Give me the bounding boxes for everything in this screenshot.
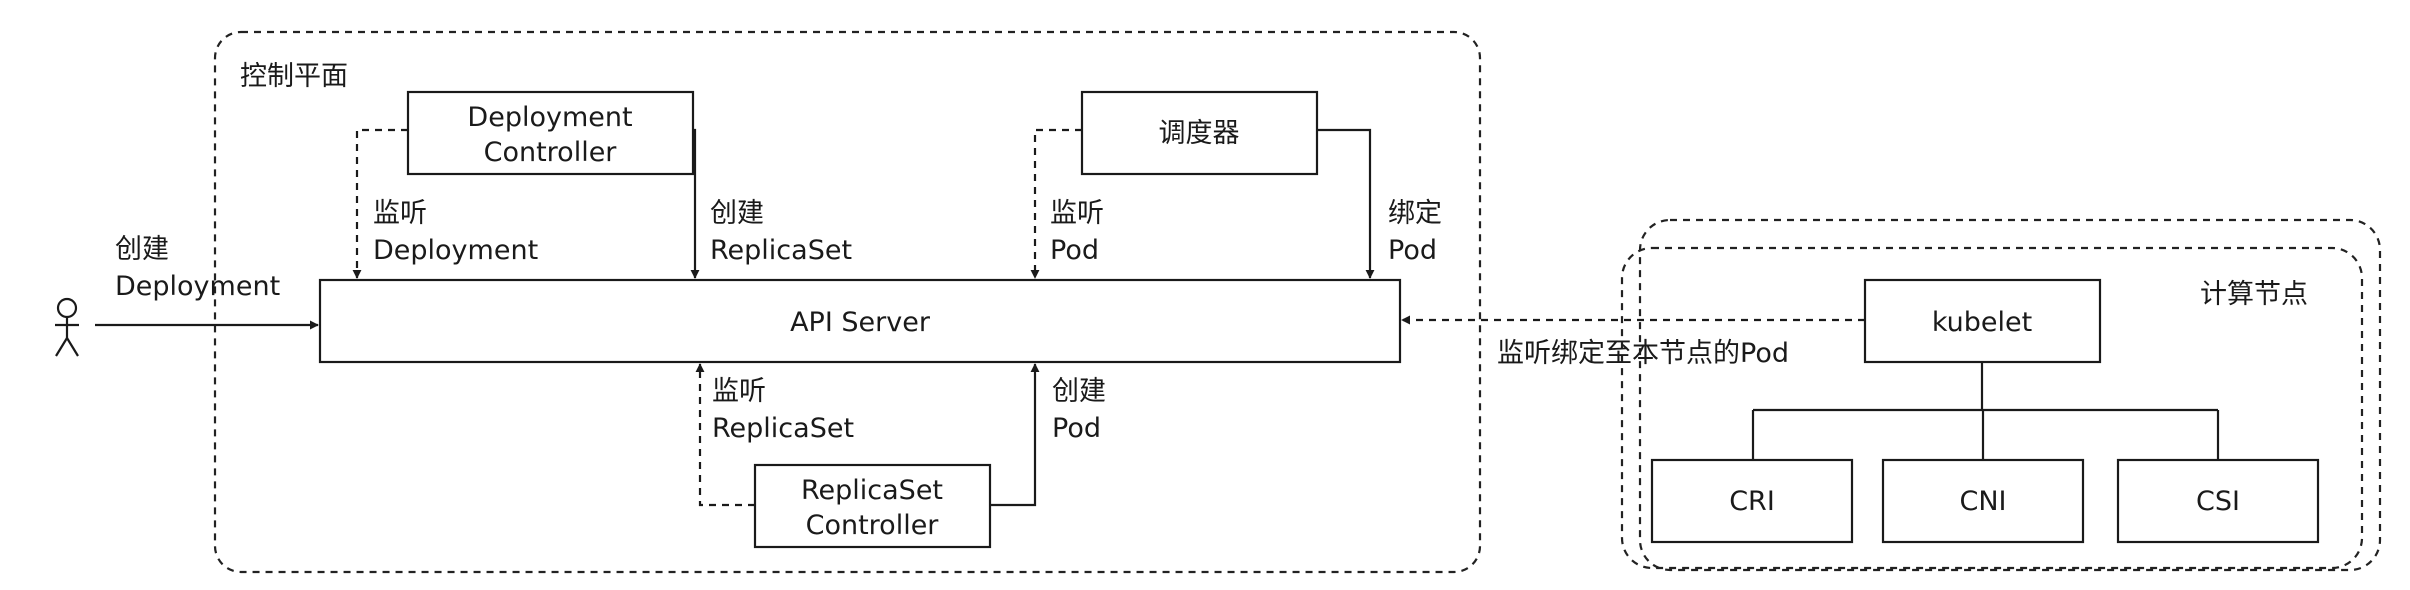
api-server-label: API Server (790, 307, 931, 338)
watch-pod-arrow (1030, 128, 1082, 279)
csi-label: CSI (2196, 486, 2240, 517)
create-replicaset-arrow (690, 128, 700, 279)
watch-deployment-label-line1: 监听 (373, 198, 427, 229)
deployment-controller-line2: Controller (484, 137, 618, 168)
cri-label: CRI (1729, 486, 1775, 517)
watch-replicaset-label-line1: 监听 (712, 376, 766, 407)
bind-pod-arrow (1317, 128, 1375, 279)
user-create-label-line1: 创建 (115, 234, 169, 265)
cni-box (1881, 458, 2085, 544)
create-pod-arrow (990, 363, 1040, 507)
watch-pod-label-line2: Pod (1050, 235, 1099, 266)
api-server-box (318, 278, 1402, 364)
csi-box (2116, 458, 2320, 544)
watch-replicaset-label-line2: ReplicaSet (712, 413, 854, 444)
watch-deployment-label-line2: Deployment (373, 235, 538, 266)
kubelet-label: kubelet (1932, 307, 2032, 338)
compute-node-region (1620, 246, 2364, 570)
control-plane-region (213, 30, 1482, 574)
compute-node-region-back (1638, 218, 2382, 572)
user-create-label-line2: Deployment (115, 271, 280, 302)
replicaset-controller-line2: Controller (806, 510, 940, 541)
create-replicaset-label-line2: ReplicaSet (710, 235, 852, 266)
create-replicaset-label-line1: 创建 (710, 198, 764, 229)
replicaset-controller-line1: ReplicaSet (801, 475, 943, 506)
scheduler-box (1080, 90, 1319, 176)
deployment-controller-box (406, 90, 695, 176)
compute-node-title: 计算节点 (2200, 279, 2308, 310)
user-icon (55, 297, 79, 357)
watch-pod-label-line1: 监听 (1050, 198, 1104, 229)
create-pod-label-line2: Pod (1052, 413, 1101, 444)
kubelet-watch-label: 监听绑定至本节点的Pod (1497, 338, 1789, 369)
create-pod-label-line1: 创建 (1052, 376, 1106, 407)
cri-box (1650, 458, 1854, 544)
cni-label: CNI (1959, 486, 2006, 517)
bind-pod-label-line2: Pod (1388, 235, 1437, 266)
deployment-controller-line1: Deployment (467, 102, 632, 133)
scheduler-label: 调度器 (1159, 118, 1240, 149)
watch-deployment-arrow (352, 128, 408, 279)
control-plane-title: 控制平面 (240, 61, 348, 92)
bind-pod-label-line1: 绑定 (1388, 198, 1442, 229)
watch-replicaset-arrow (695, 363, 755, 507)
plugin-connectors (1751, 362, 2220, 460)
